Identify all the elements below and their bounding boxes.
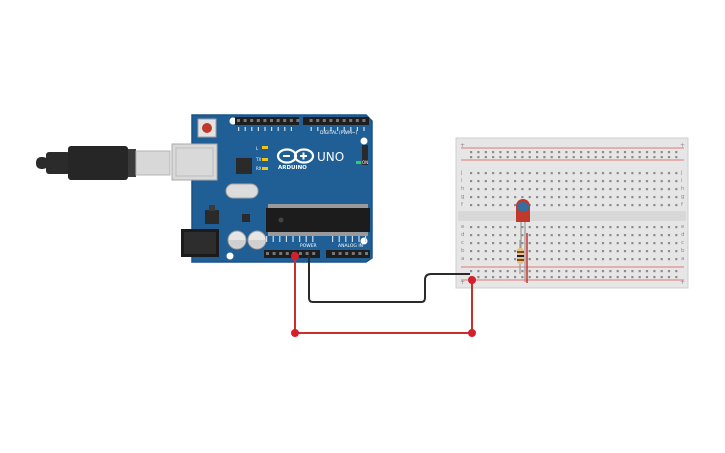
row-label: e	[681, 224, 685, 230]
arduino-logo-icon	[276, 148, 315, 164]
on-led	[356, 161, 361, 164]
wire-node[interactable]	[468, 329, 476, 337]
rx-led	[262, 167, 268, 170]
row-label: j	[460, 170, 463, 176]
ground-wire[interactable]	[308, 256, 470, 303]
rail-plus-label: +	[460, 279, 465, 286]
l-label: L	[256, 146, 259, 151]
row-label: j	[680, 170, 683, 176]
row-label: g	[681, 194, 685, 200]
row-label: b	[461, 248, 465, 254]
row-label: d	[681, 232, 685, 238]
tx-led	[262, 158, 268, 161]
power-wire[interactable]	[294, 256, 473, 334]
center-channel	[458, 211, 686, 221]
capacitor	[227, 230, 247, 250]
icsp-header	[362, 145, 368, 165]
rx-label: RX	[256, 166, 262, 171]
resistor[interactable]	[517, 240, 524, 274]
rail-plus-label: +	[680, 279, 685, 286]
brand-label: ARDUINO	[278, 165, 307, 171]
usb-b-jack	[171, 143, 218, 181]
row-label: c	[461, 240, 464, 246]
analog-label: ANALOG IN	[338, 243, 363, 249]
row-label: f	[681, 202, 684, 208]
l-led	[262, 146, 268, 149]
digital-pin-header[interactable]	[235, 117, 369, 125]
usb-cable[interactable]	[36, 146, 171, 180]
arduino-uno-board[interactable]: UNO ARDUINO DIGITAL (PWM~) POWER ANALOG …	[171, 114, 373, 263]
digital-label: DIGITAL (PWM~)	[320, 130, 358, 136]
row-label: g	[461, 194, 465, 200]
on-label: ON	[362, 160, 368, 165]
rail-plus-label: +	[680, 142, 685, 149]
model-label: UNO	[317, 150, 344, 164]
row-label: e	[461, 224, 465, 230]
wire-node[interactable]	[291, 252, 299, 260]
row-label: i	[681, 178, 683, 184]
wire-node[interactable]	[468, 276, 476, 284]
atmega-chip	[266, 204, 370, 236]
dc-power-jack	[181, 229, 219, 257]
row-label: a	[681, 256, 684, 262]
reset-button[interactable]	[197, 118, 217, 138]
row-label: h	[461, 186, 465, 192]
row-label: h	[681, 186, 685, 192]
usb-controller-chip	[236, 158, 252, 174]
tx-label: TX	[255, 157, 261, 162]
mounting-hole	[226, 252, 234, 260]
mounting-hole	[360, 137, 368, 145]
row-label: d	[461, 232, 465, 238]
crystal-oscillator	[225, 183, 259, 199]
row-label: c	[681, 240, 684, 246]
capacitor	[247, 230, 267, 250]
row-label: i	[461, 178, 463, 184]
row-label: a	[461, 256, 464, 262]
power-label: POWER	[300, 243, 317, 249]
row-label: b	[681, 248, 685, 254]
wire-node[interactable]	[291, 329, 299, 337]
row-label: f	[461, 202, 464, 208]
led[interactable]	[516, 199, 530, 282]
rail-plus-label: +	[460, 142, 465, 149]
voltage-regulator	[205, 210, 219, 224]
mounting-hole	[229, 117, 237, 125]
